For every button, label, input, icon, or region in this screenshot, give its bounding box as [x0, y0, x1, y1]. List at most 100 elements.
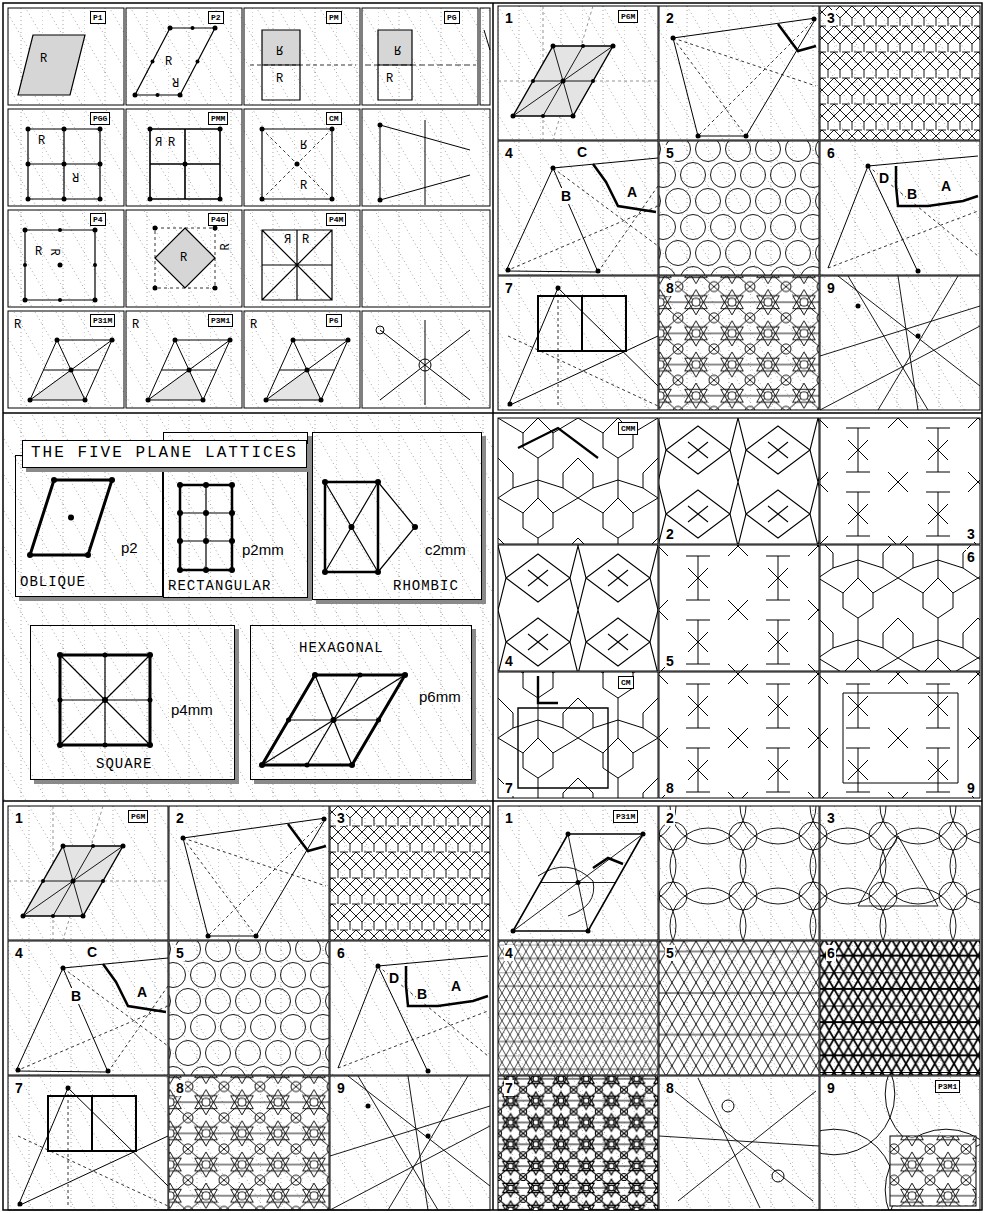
group-catalogue [126, 8, 242, 105]
callout-number: 2 [665, 10, 675, 26]
lattice-name: c2mm [425, 541, 466, 558]
callout-number: 2 [665, 526, 675, 542]
group-catalogue [135, 28, 215, 95]
motif-letter: R [302, 233, 309, 247]
group-catalogue [23, 228, 98, 303]
lattice-plate [68, 515, 74, 521]
cmm-plate [538, 676, 558, 703]
lattice-plate [30, 480, 112, 555]
group-code: PGG [90, 112, 110, 125]
group-catalogue [8, 109, 124, 206]
lattice-plate [203, 567, 209, 573]
group-code: P4G [208, 213, 228, 226]
cmm-plate [659, 418, 819, 544]
lattice-plate [103, 653, 108, 658]
cmm-plate [659, 545, 819, 671]
group-code: CM [326, 112, 342, 125]
group-catalogue [126, 109, 242, 206]
p31m-plate [511, 832, 646, 934]
lattice-plate [147, 742, 153, 748]
group-code: PMM [208, 112, 228, 125]
lattice-plate [312, 432, 482, 600]
p31m-plate [820, 941, 980, 1075]
group-catalogue [244, 109, 360, 206]
motif-letter: R [47, 248, 61, 255]
group-catalogue [93, 228, 98, 233]
group-catalogue [28, 129, 100, 199]
group-catalogue [148, 127, 153, 132]
group-catalogue [201, 398, 206, 403]
cmm-plate [498, 418, 980, 798]
callout-number: 8 [665, 1080, 675, 1096]
group-catalogue [264, 398, 269, 403]
group-catalogue [187, 368, 192, 373]
lattice-symbol: RHOMBIC [393, 578, 459, 594]
group-catalogue [362, 109, 490, 206]
group-catalogue [305, 368, 310, 373]
p31m-plate [772, 1170, 784, 1182]
group-catalogue [69, 368, 74, 373]
group-catalogue [153, 286, 158, 291]
group-code: P31M [90, 314, 115, 327]
point-letter: B [416, 986, 428, 1002]
lattice-name: HEXAGONAL [299, 640, 384, 656]
lattice-name: p4mm [171, 701, 213, 718]
point-letter: B [906, 186, 918, 202]
group-code: CMM [618, 422, 638, 435]
motif-letter: R [300, 179, 307, 193]
group-catalogue [155, 228, 215, 288]
callout-number: 6 [826, 945, 836, 961]
heading-box: THE FIVE PLANE LATTICES [22, 440, 307, 468]
lattice-name: p2 [121, 539, 138, 556]
p31m-plate [593, 858, 623, 868]
p31m-plate [820, 941, 980, 1075]
group-catalogue [244, 8, 360, 105]
group-catalogue [262, 129, 332, 199]
lattice-plate [109, 477, 115, 483]
motif-letter: R [276, 42, 283, 56]
lattice-plate [376, 718, 381, 723]
group-catalogue [8, 8, 490, 408]
cmm-plate [518, 708, 608, 788]
lattice-plate [57, 652, 63, 658]
group-catalogue [98, 162, 103, 167]
callout-number: 5 [665, 653, 675, 669]
callout-number: 5 [665, 145, 675, 161]
group-catalogue [228, 338, 233, 343]
group-catalogue [213, 26, 218, 31]
group-catalogue [262, 30, 300, 65]
lattice-plate [286, 718, 291, 723]
lattice-plate [60, 655, 150, 745]
callout-number: 2 [175, 810, 185, 826]
group-catalogue [146, 398, 151, 403]
lattice-plate [30, 625, 235, 780]
lattice-plate [305, 763, 310, 768]
group-catalogue [133, 26, 218, 98]
group-catalogue [58, 263, 63, 268]
group-catalogue [148, 370, 203, 400]
p31m-plate [576, 880, 581, 885]
group-code: P3M1 [208, 314, 233, 327]
callout-number: 4 [14, 945, 24, 961]
callout-number: 3 [966, 526, 976, 542]
motif-letter: R [219, 243, 233, 250]
group-catalogue [30, 340, 112, 400]
p31m-plate [641, 832, 646, 837]
p31m-plate [511, 929, 516, 934]
group-catalogue [8, 210, 124, 307]
group-catalogue [244, 311, 360, 408]
group-catalogue [150, 129, 220, 199]
motif-letter: R [172, 74, 179, 88]
p31m-plate [513, 834, 643, 931]
lattice-box: p2OBLIQUE [15, 455, 163, 597]
p31m-plate [890, 1136, 976, 1206]
tiling-plates [498, 6, 980, 410]
p31m-plate [722, 1100, 784, 1182]
callout-number: 3 [826, 810, 836, 826]
group-catalogue [126, 210, 242, 307]
p31m-plate [659, 1078, 819, 1208]
group-catalogue [380, 320, 470, 405]
lattice-symbol: OBLIQUE [20, 574, 86, 590]
lattice-plate [103, 743, 108, 748]
group-catalogue [260, 127, 265, 132]
